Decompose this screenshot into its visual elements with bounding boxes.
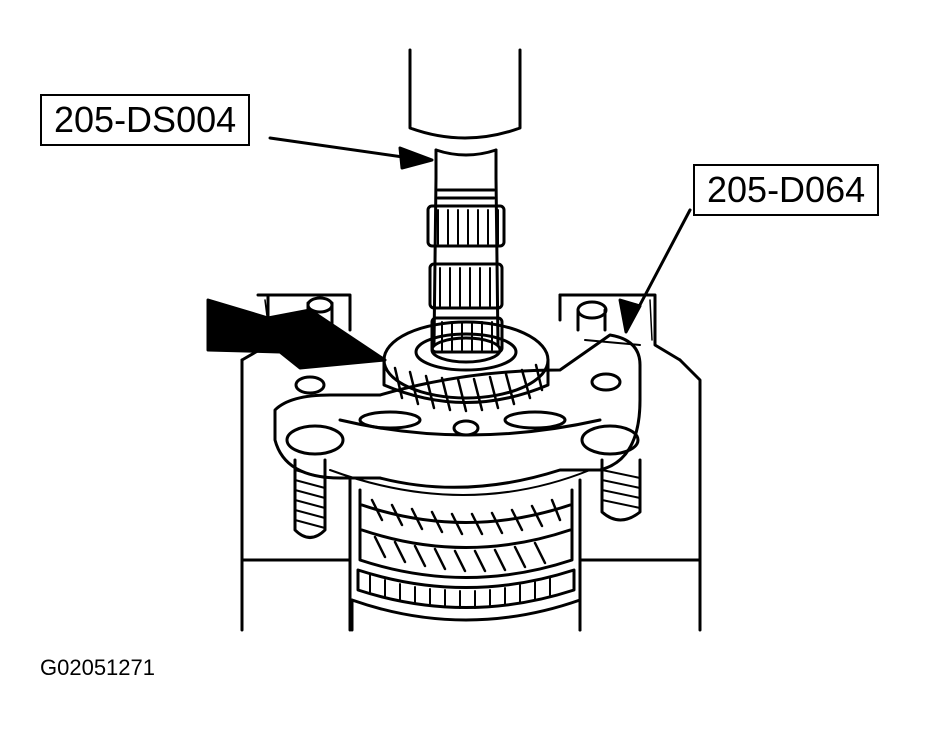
figure-id: G02051271 — [40, 655, 155, 680]
puller-bar — [273, 333, 642, 496]
direction-arrow — [206, 298, 387, 370]
upper-gear — [382, 320, 550, 413]
bolt-left — [293, 375, 327, 539]
callout-leaders — [268, 136, 692, 334]
callout-label-right: 205-D064 — [693, 164, 880, 216]
transmission-case — [240, 293, 702, 632]
lower-gears — [350, 488, 582, 632]
bolt-right — [576, 300, 642, 522]
callout-label-upper: 205-DS004 — [40, 94, 251, 146]
press-ram — [408, 48, 522, 180]
input-shaft — [426, 176, 506, 354]
